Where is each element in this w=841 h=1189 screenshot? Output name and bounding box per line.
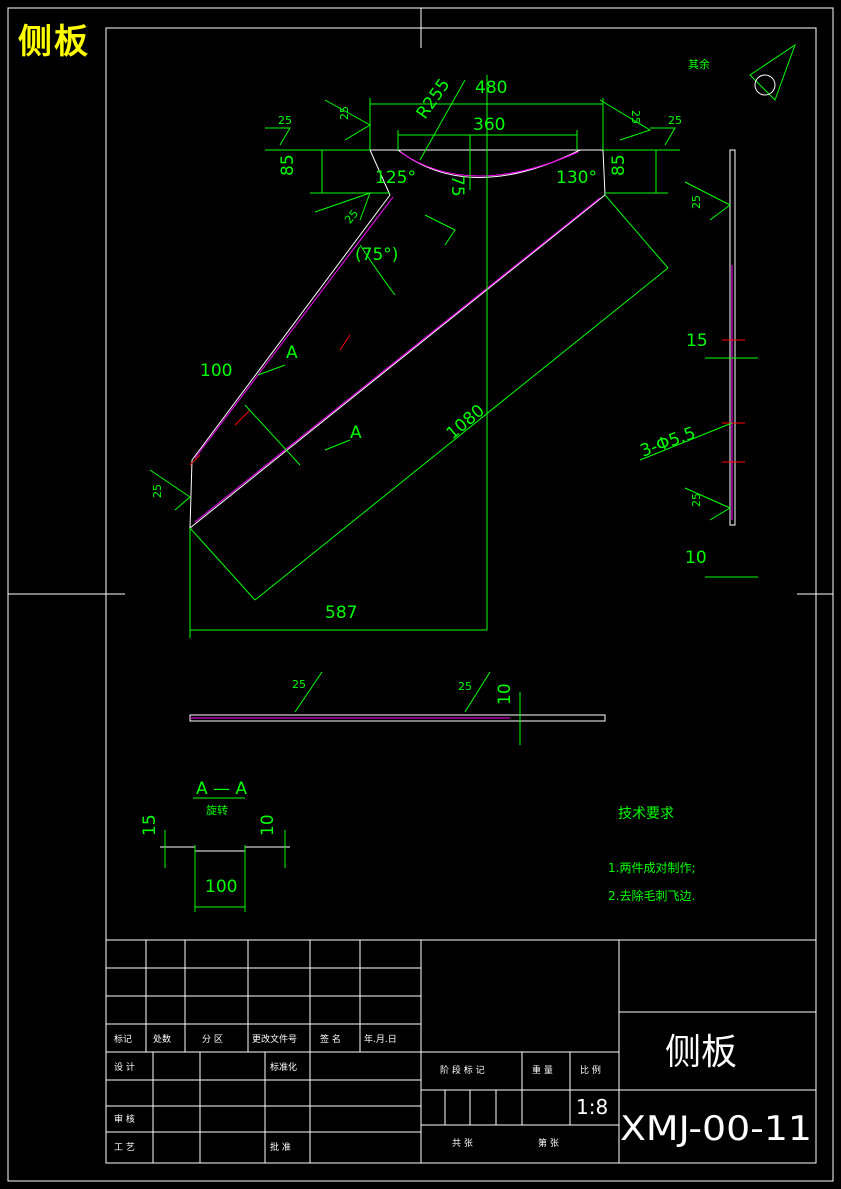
- weld-label-9: 25: [292, 678, 306, 691]
- dim-85-left: 85: [278, 154, 298, 176]
- weld-symbols: [149, 43, 796, 521]
- tech-item-1: 1.两件成对制作;: [608, 861, 696, 875]
- section-title: A — A: [196, 779, 247, 799]
- dim-bottom-10: 10: [495, 683, 515, 705]
- dim-r255: R255: [413, 75, 455, 123]
- dim-15: 15: [686, 331, 708, 351]
- dimension-lines: [189, 75, 680, 638]
- tb-sheet-no: 第 张: [538, 1137, 559, 1149]
- weld-label-8: 25: [342, 207, 361, 226]
- tb-process: 工 艺: [114, 1142, 135, 1153]
- dim-1080: 1080: [443, 401, 489, 444]
- dim-85-right: 85: [609, 154, 629, 176]
- dim-480: 480: [475, 78, 507, 98]
- weld-label-6: 25: [690, 195, 703, 209]
- weld-label-5: 25: [151, 484, 164, 498]
- weld-label-1: 25: [278, 114, 292, 127]
- holes-label: 3-Φ5.5: [638, 423, 699, 461]
- tb-drawing-no: XMJ-00-11: [620, 1109, 812, 1149]
- tb-label-zone: 分 区: [202, 1034, 223, 1045]
- weld-label-3: 25: [629, 110, 642, 124]
- section-dim-10: 10: [258, 814, 278, 836]
- dim-360: 360: [473, 115, 505, 135]
- tb-review: 审 核: [114, 1113, 135, 1125]
- section-a-bottom: A: [350, 423, 362, 443]
- side-plate-outline: [189, 149, 606, 529]
- tb-part-name: 侧板: [665, 1032, 737, 1073]
- tb-scale: 1:8: [576, 1095, 608, 1119]
- weld-label-7: 25: [690, 493, 703, 507]
- angle-130: 130°: [556, 168, 597, 188]
- tb-label-change: 更改文件号: [252, 1033, 297, 1045]
- tb-design: 设 计: [114, 1061, 135, 1073]
- dim-10: 10: [685, 548, 707, 568]
- tb-sheets-total: 共 张: [452, 1138, 473, 1149]
- tb-weight: 重 量: [532, 1064, 553, 1076]
- tb-approve: 批 准: [270, 1141, 291, 1153]
- angle-75: (75°): [355, 245, 398, 265]
- tech-item-2: 2.去除毛刺飞边.: [608, 888, 695, 903]
- section-a-a: [160, 797, 290, 912]
- tb-standard: 标准化: [270, 1061, 297, 1073]
- section-sub: 旋转: [206, 803, 228, 817]
- tb-scale-label: 比 例: [580, 1064, 601, 1076]
- inner-border: [105, 27, 817, 1164]
- section-dim-15: 15: [140, 814, 160, 836]
- tb-label-count: 处数: [153, 1033, 171, 1045]
- corner-title: 侧板: [18, 22, 90, 62]
- dim-75: 75: [447, 175, 467, 197]
- tb-label-mark: 标记: [114, 1033, 132, 1045]
- dim-100: 100: [200, 361, 232, 381]
- angle-125: 125°: [375, 168, 416, 188]
- bottom-view: [189, 671, 606, 745]
- weld-label-4: 25: [668, 114, 682, 127]
- tb-label-date: 年.月.日: [364, 1033, 397, 1045]
- weld-label-10: 25: [458, 680, 472, 693]
- weld-label-2: 25: [338, 106, 351, 120]
- title-block-grid: [105, 939, 817, 1164]
- tb-stage-mark: 阶 段 标 记: [440, 1064, 485, 1076]
- tech-title: 技术要求: [618, 806, 674, 822]
- tb-label-sign: 签 名: [320, 1033, 341, 1045]
- section-a-top: A: [286, 343, 298, 363]
- surface-note: 其余: [688, 57, 710, 71]
- right-side-view: [639, 149, 758, 578]
- section-dim-100: 100: [205, 877, 237, 897]
- dim-587: 587: [325, 603, 357, 623]
